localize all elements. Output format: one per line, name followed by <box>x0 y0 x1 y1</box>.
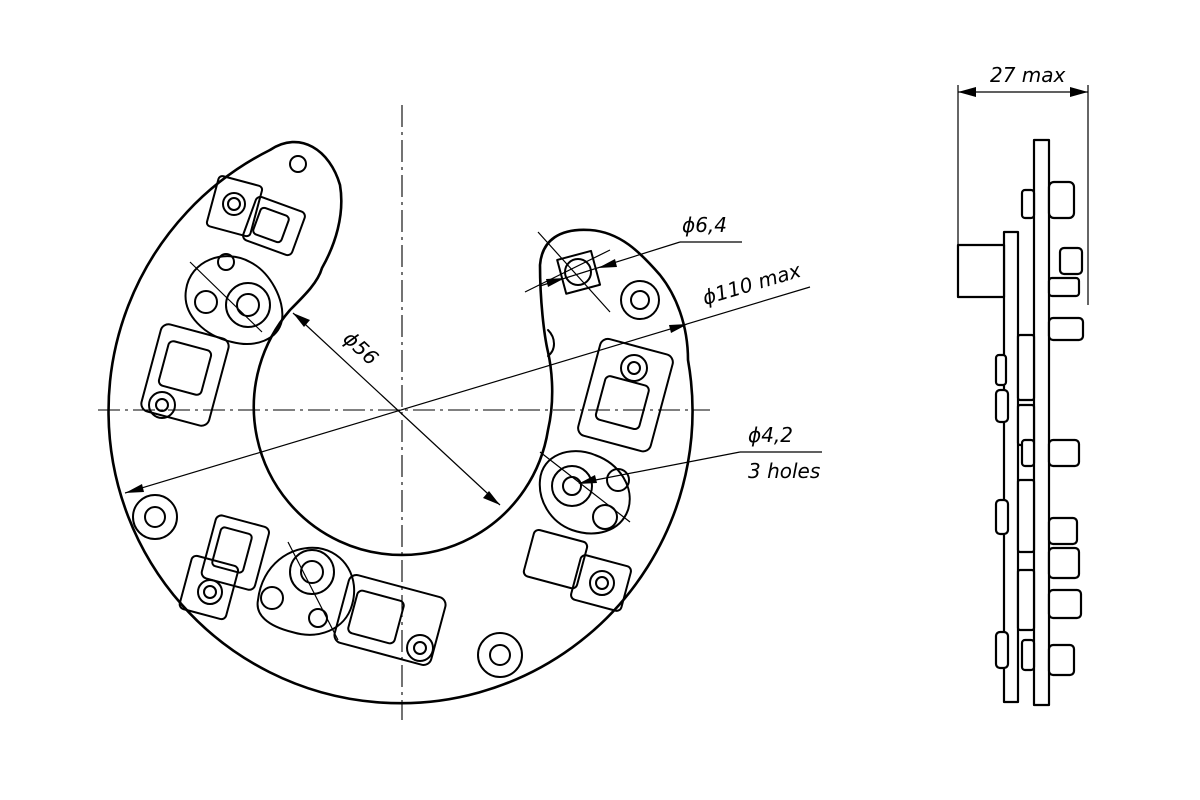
dim-56-label: ϕ56 <box>339 326 384 370</box>
tab-hole <box>289 155 307 173</box>
diode-group-right <box>522 337 674 612</box>
dim-6-4: ϕ6,4 <box>539 213 742 287</box>
dim-56: ϕ56 <box>292 312 501 506</box>
mounting-hole <box>132 494 178 540</box>
dim-6-4-label: ϕ6,4 <box>682 213 727 237</box>
mounting-hole <box>620 280 660 320</box>
dim-27-label: 27 max <box>990 63 1066 87</box>
dim-110-label: ϕ110 max <box>700 258 804 310</box>
diode-group-bottom <box>178 514 447 666</box>
side-components <box>994 180 1085 677</box>
inner-notch <box>547 329 555 357</box>
dim-4-2: ϕ4,2 3 holes <box>578 423 822 484</box>
side-plate-main <box>1032 138 1051 707</box>
side-plate-secondary <box>1002 230 1020 704</box>
dim-4-2-label: ϕ4,2 <box>748 423 793 447</box>
front-view: ϕ56 ϕ110 max ϕ6,4 ϕ4,2 3 holes <box>98 105 822 720</box>
side-terminal <box>956 243 1006 299</box>
side-view: 27 max <box>956 63 1089 707</box>
mounting-hole <box>477 632 523 678</box>
square-terminal <box>524 231 611 313</box>
diode-group-top-left <box>140 175 306 427</box>
plate-outline <box>107 140 694 705</box>
holes-label: 3 holes <box>748 459 820 483</box>
